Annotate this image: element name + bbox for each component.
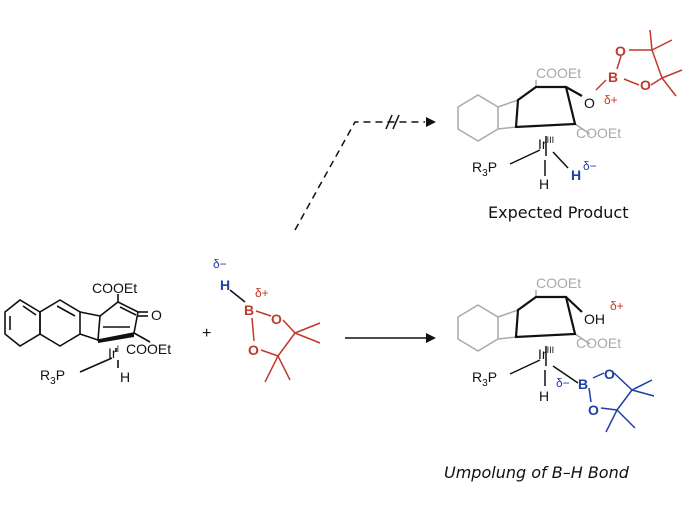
expected-metal: IrIII: [538, 135, 554, 152]
umpolung-hydroxyl: OH: [584, 311, 605, 327]
reactant-complex: [4, 294, 151, 373]
hbpin-o-top: O: [271, 311, 282, 327]
umpolung-h-lower: H: [539, 388, 549, 404]
reactant-ketone-o: O: [151, 307, 162, 323]
hbpin-o-bottom: O: [248, 342, 259, 358]
expected-boron: B: [608, 69, 618, 85]
blocked-pathway-arrowhead: [426, 117, 436, 127]
naphthalene-ring-2: [4, 299, 41, 347]
expected-product-cp-ring: [514, 85, 583, 129]
hbpin-b: B: [244, 302, 254, 318]
umpolung-boron: B: [578, 376, 588, 392]
expected-phosphine: R3P: [472, 159, 497, 179]
expected-delta-minus: δ−: [583, 159, 597, 173]
reactant-ester-right: COOEt: [126, 341, 171, 357]
umpolung-ester-top: COOEt: [536, 275, 581, 291]
hbpin-delta-plus: δ+: [255, 286, 269, 300]
expected-h-lower: H: [539, 176, 549, 192]
umpolung-ester-right: COOEt: [576, 335, 621, 351]
umpolung-o-top: O: [604, 366, 615, 382]
umpolung-metal: IrIII: [538, 345, 554, 362]
hbpin-delta-minus: δ−: [213, 257, 227, 271]
umpolung-product-pinacol: [588, 372, 655, 433]
cyclopentadienone-ring: [97, 301, 139, 341]
expected-o-right: O: [640, 77, 651, 93]
umpolung-product-scaffold: [457, 290, 591, 352]
umpolung-caption: Umpolung of B–H Bond: [444, 463, 630, 482]
expected-delta-plus: δ+: [604, 93, 618, 107]
expected-ester-top: COOEt: [536, 65, 581, 81]
expected-product-pinacol: [595, 29, 683, 97]
reaction-arrowhead: [426, 333, 436, 343]
umpolung-product-cp-ring: [514, 295, 583, 339]
expected-phenoxide-o: O: [584, 95, 595, 111]
expected-product-scaffold: [457, 80, 591, 142]
reactant-ester-top: COOEt: [92, 280, 137, 296]
umpolung-delta-plus: δ+: [610, 299, 624, 313]
expected-hydride: H: [571, 167, 581, 183]
plus-sign: +: [202, 325, 211, 342]
umpolung-delta-minus: δ−: [556, 376, 570, 390]
hbpin-pinacol-ring: [251, 310, 321, 383]
expected-o-top: O: [615, 43, 626, 59]
expected-product-caption: Expected Product: [488, 203, 628, 222]
blocked-pathway-arrow: [294, 114, 425, 231]
umpolung-o-bottom: O: [588, 402, 599, 418]
reactant-phosphine: R3P: [40, 367, 65, 387]
umpolung-phosphine: R3P: [472, 369, 497, 389]
reactant-metal: IrI: [108, 344, 119, 361]
reactant-hydride: H: [120, 369, 130, 385]
expected-ester-right: COOEt: [576, 125, 621, 141]
hbpin-h: H: [220, 277, 230, 293]
